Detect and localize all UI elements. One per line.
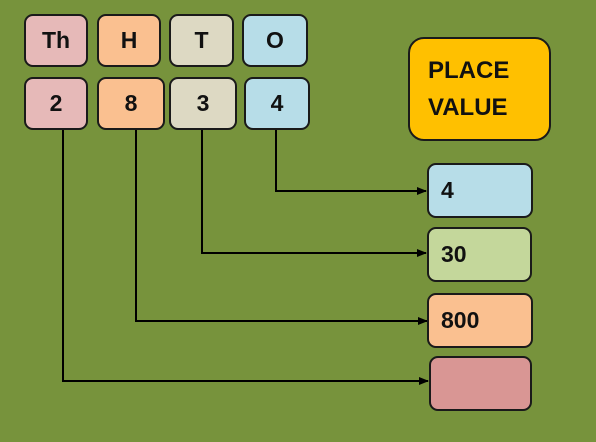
place-value-ones: 4 (427, 163, 533, 218)
arrow-thousands (62, 130, 429, 385)
place-value-hundreds: 800 (427, 293, 533, 348)
header-thousands: Th (24, 14, 88, 67)
title-line-2: VALUE (428, 94, 508, 121)
title-line-1: PLACE (428, 57, 510, 84)
arrow-hundreds (135, 130, 428, 325)
header-tens: T (169, 14, 234, 67)
arrow-tens (201, 130, 427, 257)
header-hundreds: H (97, 14, 161, 67)
digit-hundreds: 8 (97, 77, 165, 130)
arrow-ones (275, 130, 427, 195)
place-value-title: PLACE VALUE (408, 37, 551, 141)
digit-tens: 3 (169, 77, 237, 130)
place-value-tens: 30 (427, 227, 532, 282)
place-value-thousands (429, 356, 532, 411)
header-ones: O (242, 14, 308, 67)
digit-ones: 4 (244, 77, 310, 130)
digit-thousands: 2 (24, 77, 88, 130)
